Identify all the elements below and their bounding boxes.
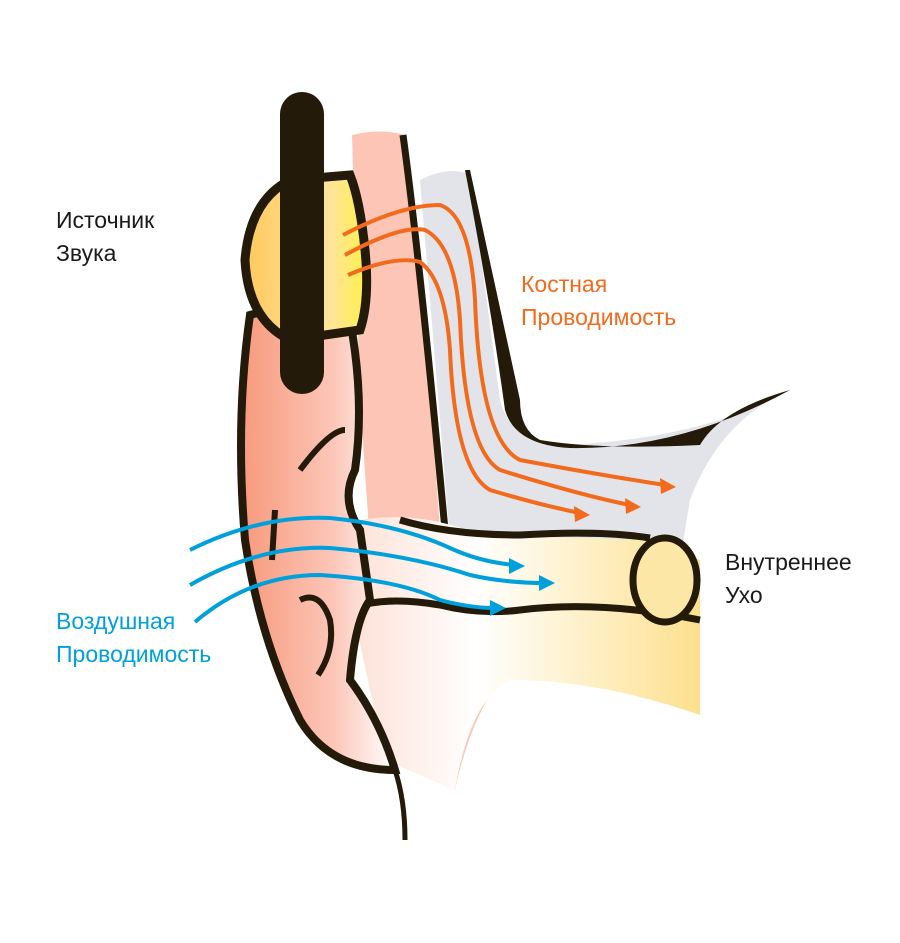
outer-ear — [237, 304, 401, 775]
label-bone-line2: Проводимость — [521, 304, 677, 330]
label-sound-source-line2: Звука — [56, 240, 117, 266]
skull-bone — [420, 171, 790, 560]
bone-conduction-arrows — [342, 202, 666, 515]
air-conduction-arrows — [189, 515, 546, 624]
label-air-line1: Воздушная — [56, 608, 176, 634]
label-air-line2: Проводимость — [56, 641, 212, 667]
label-inner-line1: Внутреннее — [725, 549, 852, 575]
label-inner-line2: Ухо — [725, 582, 763, 608]
label-air-conduction: Воздушная Проводимость — [56, 605, 211, 671]
canal-outline-top — [398, 516, 651, 542]
air-arrowheads — [490, 558, 555, 616]
headphone-band — [280, 92, 324, 394]
ear-lobe-line — [392, 769, 408, 841]
label-inner-ear: Внутреннее Ухо — [725, 546, 852, 612]
inner-ear-opening — [629, 534, 701, 626]
label-bone-line1: Костная — [521, 271, 608, 297]
ear-canal — [355, 517, 700, 790]
bone-arrowheads — [574, 478, 676, 522]
label-sound-source: Источник Звука — [56, 204, 154, 270]
label-sound-source-line1: Источник — [56, 207, 155, 233]
label-bone-conduction: Костная Проводимость — [521, 268, 676, 334]
skin-outline — [399, 134, 449, 531]
